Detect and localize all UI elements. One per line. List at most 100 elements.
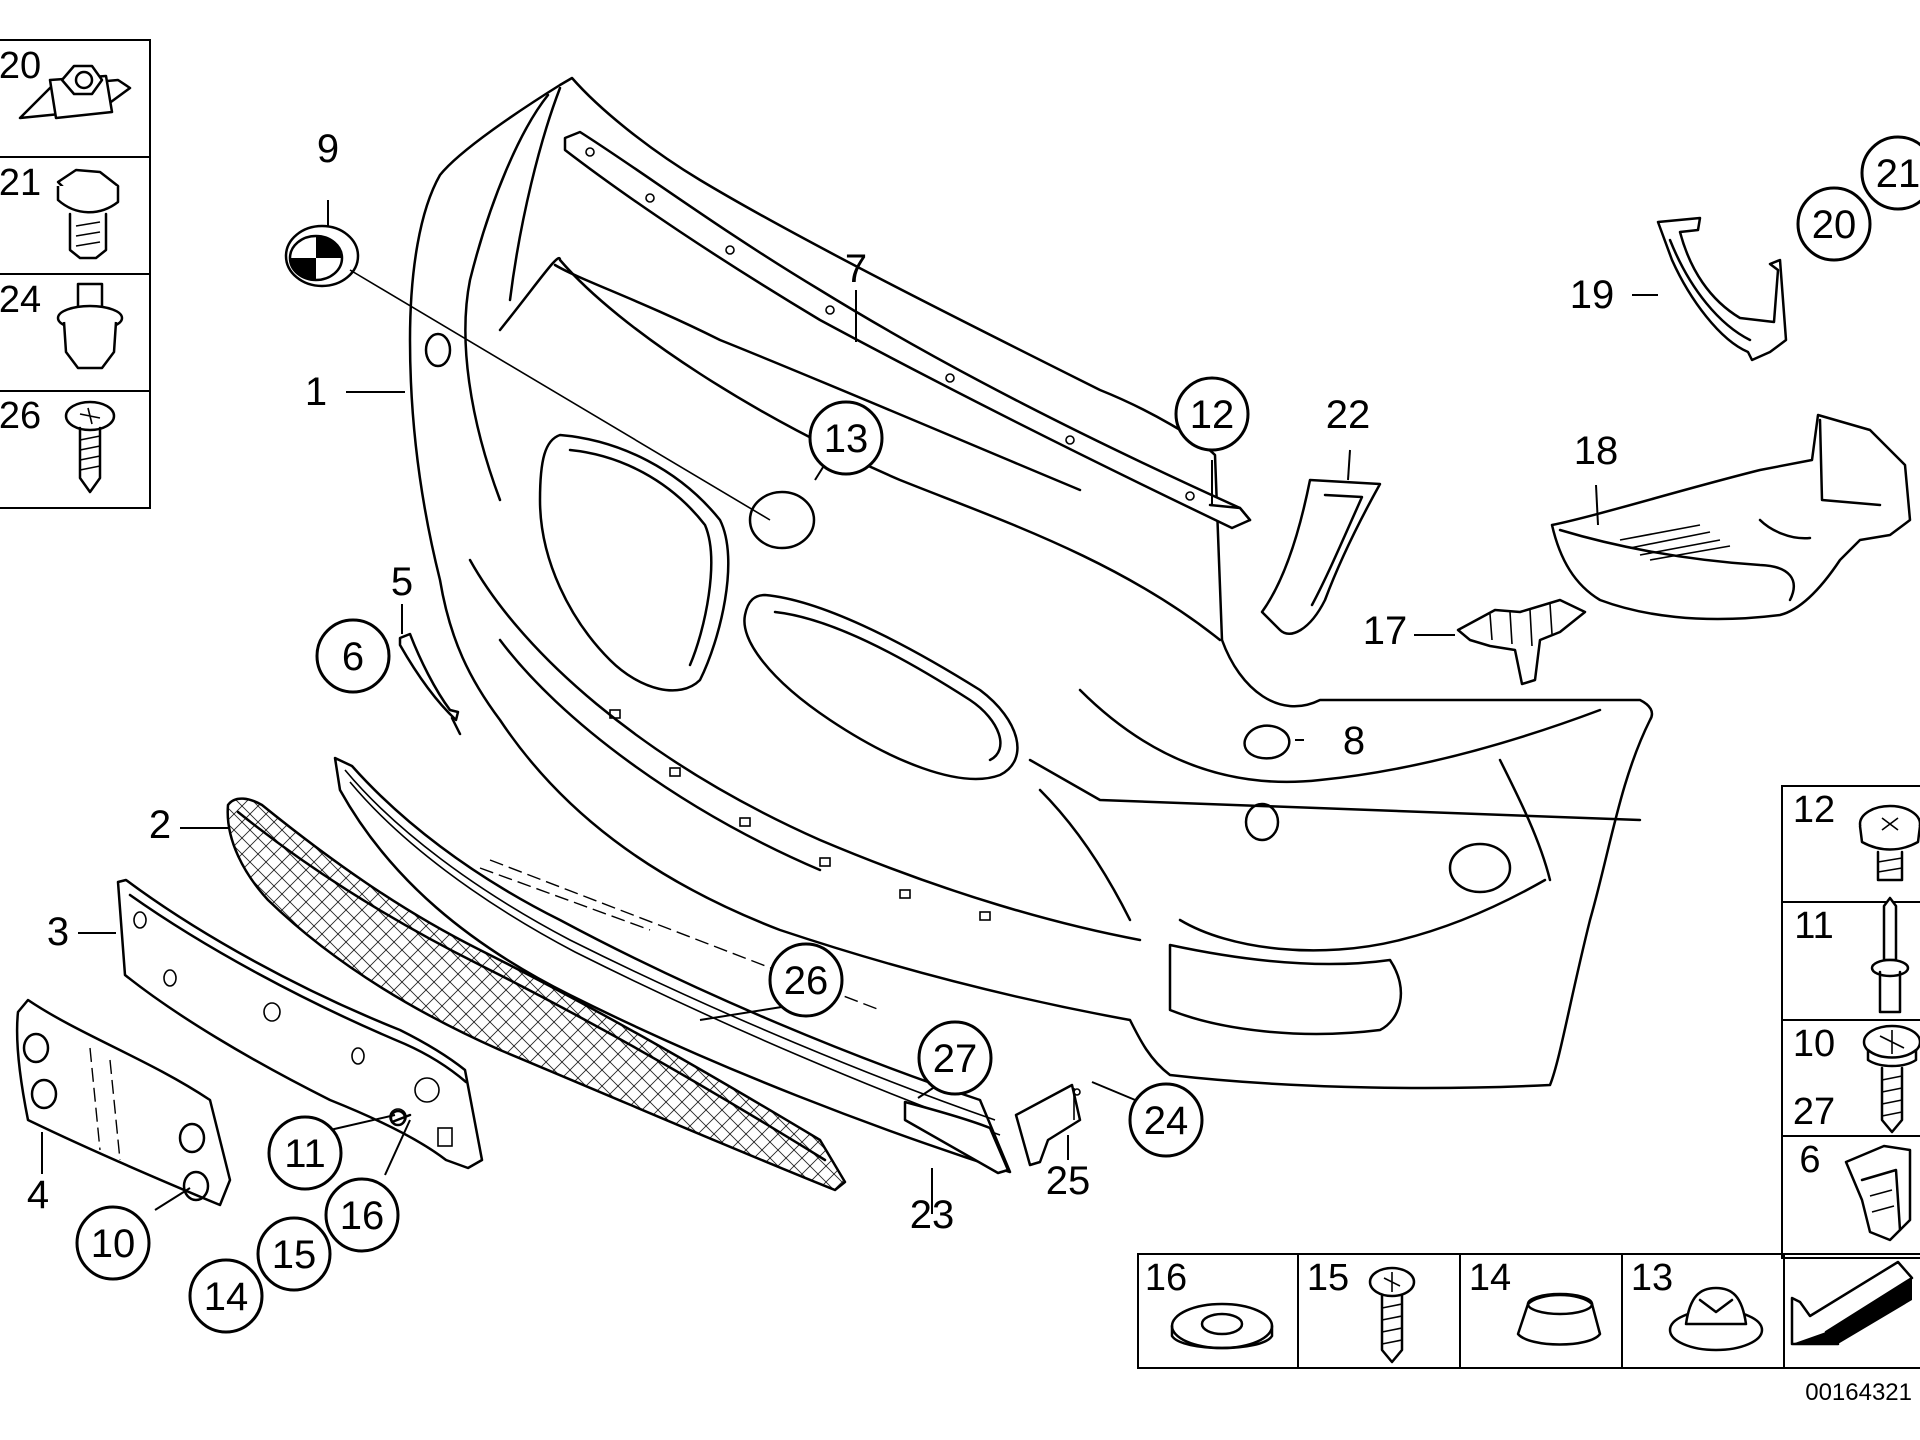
document-number: 00164321: [1805, 1379, 1912, 1406]
callout-25: 25: [1046, 1159, 1091, 1203]
callout-7: 7: [845, 247, 867, 291]
callout-19: 19: [1570, 273, 1615, 317]
circled-callout-27: 27: [917, 1020, 993, 1096]
mesh-line: [0, 780, 44, 1200]
right-fastener-table: [1781, 785, 1920, 1259]
callout-5: 5: [391, 560, 413, 604]
callout-8: 8: [1343, 719, 1365, 763]
circled-callout-21: 21: [1860, 135, 1920, 211]
circled-callout-12: 12: [1174, 376, 1250, 452]
fastener-11-16: [389, 1109, 412, 1127]
mesh-line: [711, 798, 845, 1190]
mesh-line: [663, 798, 845, 1190]
trim-strip-23: [903, 1100, 1010, 1175]
mesh-line: [647, 798, 845, 1190]
mesh-line: [0, 780, 60, 1200]
hex-bolt-icon: [56, 168, 120, 260]
bottom-table-label-14: 14: [1469, 1257, 1511, 1299]
svg-text:14: 14: [204, 1275, 249, 1319]
left-fastener-table: [0, 39, 151, 509]
support-bracket-19: [1656, 216, 1788, 362]
callout-2: 2: [149, 803, 171, 847]
circled-callout-11: 11: [267, 1115, 343, 1191]
svg-text:20: 20: [1812, 203, 1857, 247]
callout-1: 1: [305, 370, 327, 414]
mesh-line: [0, 780, 60, 1200]
right-table-label-10: 10: [1793, 1023, 1835, 1065]
svg-text:13: 13: [824, 417, 869, 461]
svg-text:21: 21: [1876, 152, 1920, 196]
mesh-line: [227, 798, 349, 1190]
right-table-label-27: 27: [1793, 1091, 1835, 1133]
bottom-table-label-15: 15: [1307, 1257, 1349, 1299]
callout-23: 23: [910, 1193, 955, 1237]
cap-icon: [1668, 1286, 1764, 1352]
clip-bracket-17: [1456, 598, 1587, 686]
callout-18: 18: [1574, 429, 1619, 473]
mesh-line: [0, 780, 12, 1200]
svg-text:12: 12: [1190, 393, 1235, 437]
circled-callout-14: 14: [188, 1258, 264, 1334]
bumper-cover: [408, 76, 1654, 1090]
circled-callout-6: 6: [315, 618, 391, 694]
spring-clip-icon: [1844, 1144, 1912, 1242]
right-table-label-11: 11: [1794, 905, 1833, 947]
circled-callout-13: 13: [808, 400, 884, 476]
air-duct-18: [1550, 413, 1912, 621]
svg-text:27: 27: [933, 1037, 978, 1081]
callout-4: 4: [27, 1173, 49, 1217]
mesh-line: [227, 798, 333, 1190]
svg-text:24: 24: [1144, 1099, 1189, 1143]
mesh-line: [227, 798, 365, 1190]
circled-callout-26: 26: [768, 942, 844, 1018]
washer-icon: [1170, 1302, 1274, 1350]
mesh-line: [695, 798, 845, 1190]
screw-icon: [64, 400, 116, 494]
bottom-table-label-16: 16: [1145, 1257, 1187, 1299]
torx-bolt-icon: [1858, 804, 1920, 882]
left-table-label-24: 24: [0, 279, 41, 321]
svg-text:6: 6: [342, 635, 364, 679]
left-table-label-26: 26: [0, 395, 41, 437]
svg-text:10: 10: [91, 1222, 136, 1266]
callout-labels: 1 2 3 4 5 7 8 9 17 18 19 22 23 25: [27, 127, 1618, 1237]
callout-9: 9: [317, 127, 339, 171]
bottom-table-label-13: 13: [1631, 1257, 1673, 1299]
screw-icon: [1368, 1266, 1416, 1364]
circled-callout-20: 20: [1796, 186, 1872, 262]
circled-callouts: 6 10 11 12 13 14 15 16: [75, 135, 1920, 1334]
left-table-label-21: 21: [0, 162, 41, 204]
left-table-labels: 20 21 24 26: [0, 45, 41, 437]
bracket-25: [1014, 1083, 1082, 1167]
grille-strip-26: [333, 756, 1012, 1174]
svg-text:15: 15: [272, 1233, 317, 1277]
mesh-line: [227, 798, 381, 1190]
mesh-line: [227, 798, 317, 1190]
emblem-leader-line: [349, 269, 771, 521]
circled-callout-24: 24: [1128, 1082, 1204, 1158]
right-table-label-12: 12: [1793, 789, 1835, 831]
bottom-table-labels: 16 15 14 13: [1145, 1257, 1673, 1299]
svg-text:16: 16: [340, 1194, 385, 1238]
circled-callout-16: 16: [324, 1177, 400, 1253]
strip-end: [1208, 503, 1252, 522]
callout-17: 17: [1363, 609, 1408, 653]
left-table-label-20: 20: [0, 45, 41, 87]
clip-nut-icon: [18, 64, 132, 120]
bottom-fastener-table: [1137, 1253, 1920, 1369]
mesh-line: [0, 780, 44, 1200]
right-table-label-6: 6: [1799, 1139, 1820, 1181]
license-plate-base-4: [15, 998, 232, 1207]
mesh-line: [679, 798, 845, 1190]
grommet-icon: [1516, 1292, 1602, 1346]
mesh-line: [0, 780, 28, 1200]
pin-rivet-icon: [1870, 896, 1910, 1014]
mesh-line: [0, 780, 28, 1200]
circled-callout-10: 10: [75, 1205, 151, 1281]
callout-22: 22: [1326, 393, 1371, 437]
bracket-5: [398, 632, 462, 736]
mesh-line: [727, 798, 845, 1190]
svg-text:11: 11: [284, 1132, 326, 1176]
circled-callout-15: 15: [256, 1216, 332, 1292]
